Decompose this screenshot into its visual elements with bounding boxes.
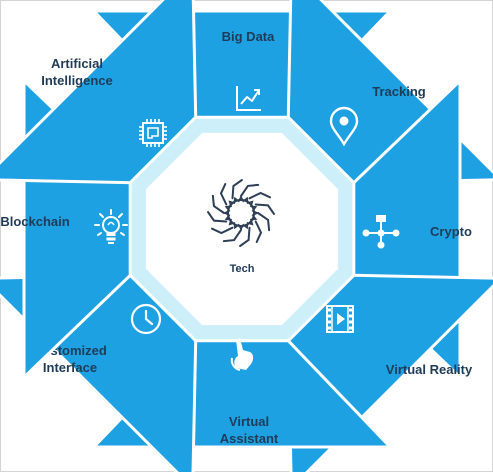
- video-film-icon: [326, 305, 354, 333]
- segment-label-line: Tracking: [372, 84, 426, 99]
- segment-label-line: Crypto: [430, 224, 472, 239]
- center-octagon: [145, 132, 339, 326]
- segment-label-virtual-reality: Virtual Reality: [386, 362, 473, 377]
- center-label: Tech: [230, 263, 255, 275]
- segment-label-line: Virtual Reality: [386, 362, 473, 377]
- segment-label-big-data: Big Data: [222, 29, 276, 44]
- segment-artificial-intelligence-shape: [0, 0, 198, 185]
- network-nodes-icon: [362, 215, 400, 249]
- segment-label-line: Big Data: [222, 29, 276, 44]
- segment-label-line: Virtual: [229, 414, 269, 429]
- segment-label-line: Assistant: [220, 431, 279, 446]
- virus-gear-icon: [207, 179, 275, 247]
- clock-icon: [130, 303, 162, 335]
- chip-icon: [139, 119, 167, 147]
- segment-label-blockchain: Blockchain: [0, 214, 69, 229]
- map-pin-icon: [329, 106, 359, 147]
- segment-label-tracking: Tracking: [372, 84, 426, 99]
- segment-label-line: Artificial: [51, 56, 103, 71]
- lightbulb-icon: [94, 209, 128, 244]
- segment-label-line: Intelligence: [41, 73, 113, 88]
- touch-hand-icon: [230, 338, 254, 371]
- line-chart-icon: [236, 86, 261, 111]
- segment-label-line: Interface: [43, 360, 97, 375]
- segment-label-crypto: Crypto: [430, 224, 472, 239]
- segment-label-line: Blockchain: [0, 214, 69, 229]
